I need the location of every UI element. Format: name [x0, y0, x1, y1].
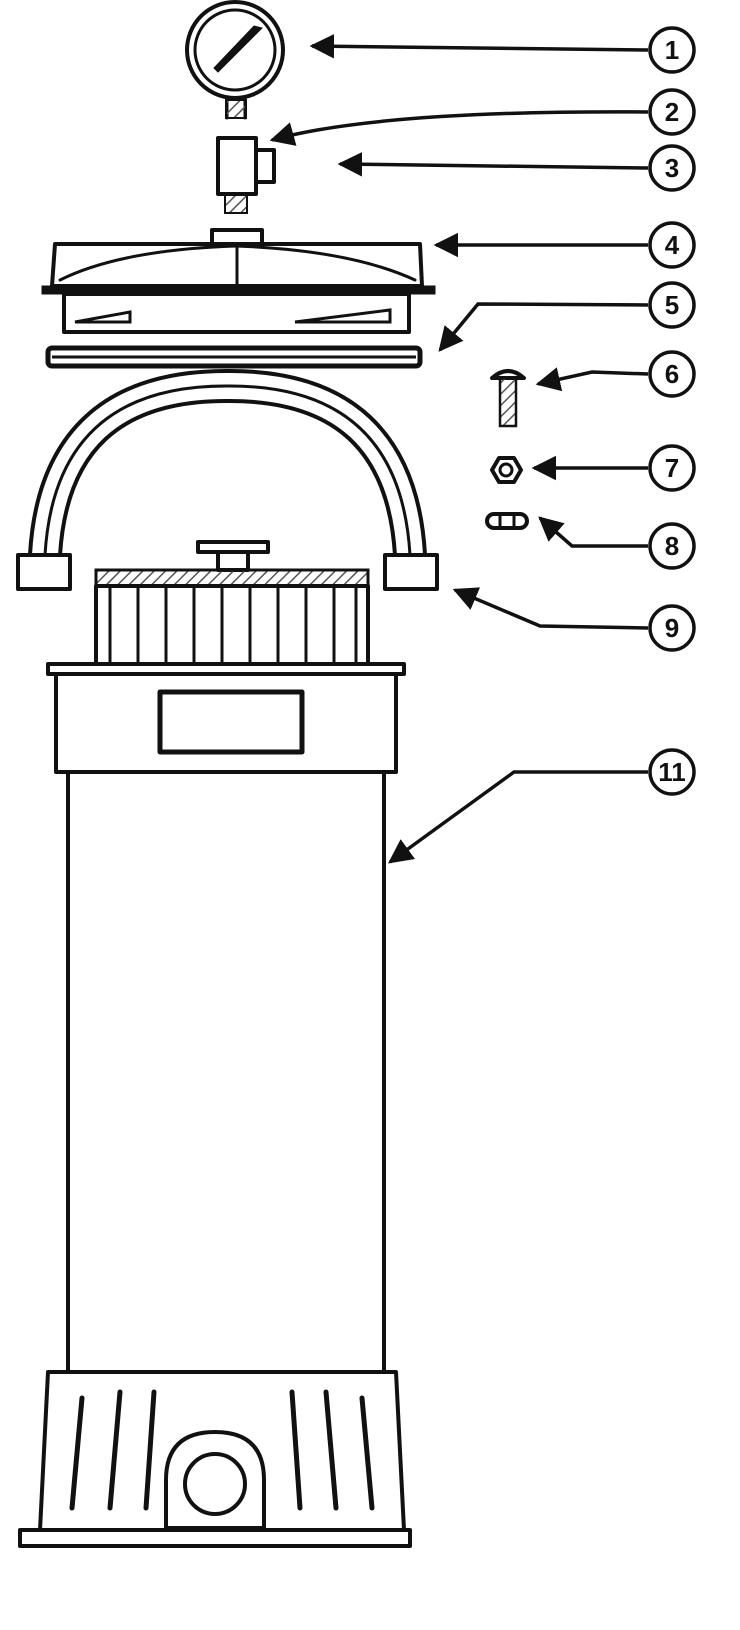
callout-9: 9: [648, 604, 696, 652]
callout-11: 11: [648, 748, 696, 796]
callout-8: 8: [648, 522, 696, 570]
leader-5: [438, 302, 649, 352]
callout-3: 3: [648, 144, 696, 192]
callout-6: 6: [648, 350, 696, 398]
callout-label: 6: [665, 359, 679, 389]
leader-6: [535, 367, 649, 392]
tee-fitting: [216, 136, 276, 196]
fitting-nipple: [224, 194, 248, 214]
handle: [16, 368, 439, 591]
filter-tank: [18, 662, 412, 1548]
filter-cartridge: [94, 540, 370, 666]
callout-7: 7: [648, 444, 696, 492]
clip: [485, 512, 529, 530]
callout-label: 7: [665, 453, 679, 483]
filter-lid: [41, 228, 436, 334]
callout-label: 8: [665, 531, 679, 561]
leader-8: [538, 516, 648, 548]
callout-label: 2: [665, 97, 679, 127]
callout-label: 1: [665, 35, 679, 65]
leader-11: [388, 770, 648, 864]
leader-1: [309, 34, 649, 59]
callout-label: 9: [665, 613, 679, 643]
callout-label: 11: [658, 757, 686, 787]
leader-3: [337, 152, 649, 177]
pressure-gauge: [185, 0, 285, 120]
callout-label: 4: [665, 230, 680, 260]
callout-label: 5: [665, 290, 679, 320]
callout-label: 3: [665, 153, 679, 183]
leader-2: [269, 110, 649, 146]
callout-2: 2: [648, 88, 696, 136]
leader-arrows: [269, 34, 649, 864]
nut: [490, 456, 523, 484]
callout-4: 4: [648, 221, 696, 269]
leader-9: [452, 587, 649, 630]
callout-5: 5: [648, 281, 696, 329]
callout-1: 1: [648, 26, 696, 74]
o-ring: [45, 345, 423, 369]
bolt: [490, 369, 526, 428]
